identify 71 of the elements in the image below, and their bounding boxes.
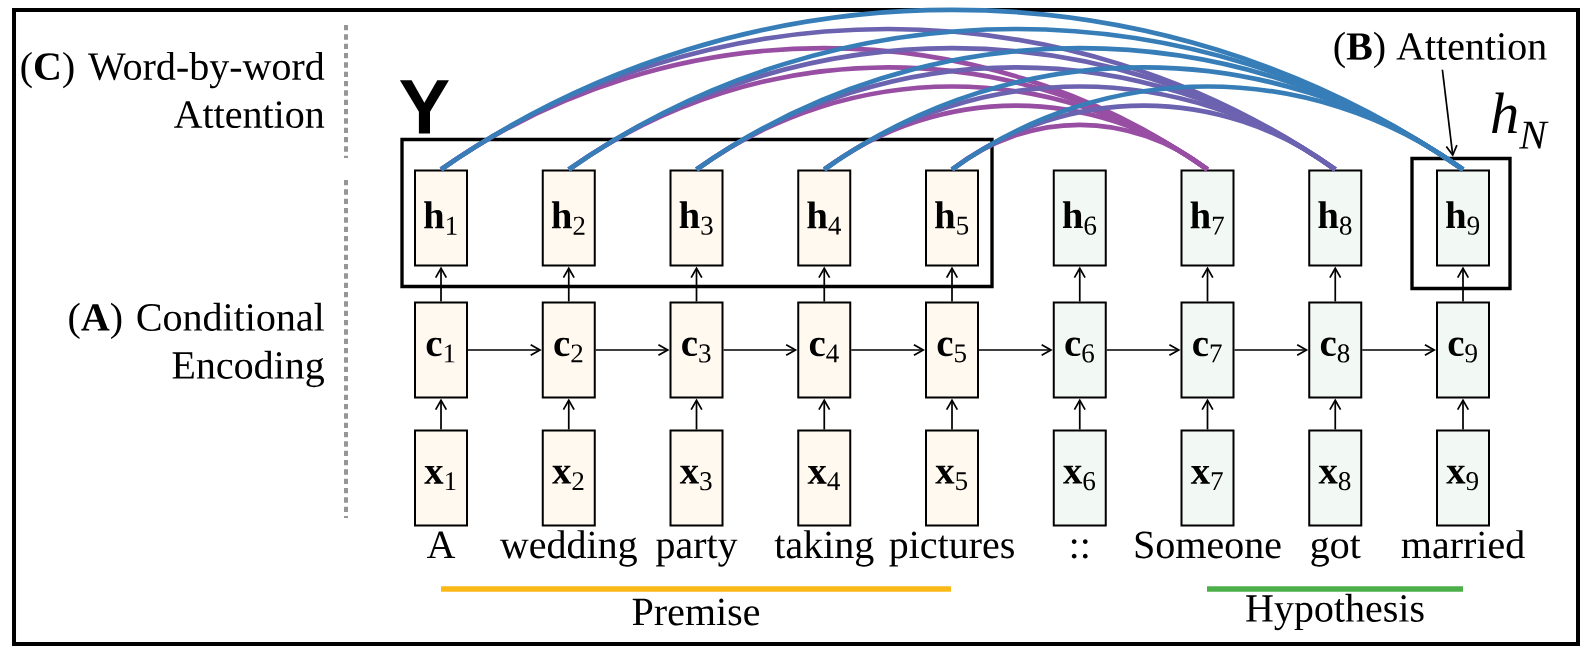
hidden-state-box: h$_{2}$: [541, 169, 596, 267]
input-box: x$_{5}$: [925, 429, 979, 527]
word-label: Someone: [1135, 531, 1281, 559]
context-box: c$_{2}$: [541, 301, 596, 399]
arrow: [1201, 398, 1214, 431]
hidden-state-box: h$_{3}$: [669, 169, 724, 267]
arrow: [722, 343, 798, 357]
word-label: taking: [774, 530, 874, 567]
hidden-state-box: h$_{5}$: [925, 169, 979, 267]
arrow: [1073, 266, 1086, 303]
arrow: [978, 343, 1053, 357]
word-label: married: [1401, 530, 1525, 559]
group-label: Hypothesis: [1246, 593, 1424, 631]
arrow: [1329, 398, 1342, 431]
word-label: A: [426, 531, 456, 558]
context-box: c$_{4}$: [797, 301, 852, 399]
row-label: (A) Conditional Encoding: [69, 302, 324, 388]
context-box: c$_{8}$: [1308, 301, 1363, 399]
arrow: [1361, 343, 1436, 357]
input-box: x$_{1}$: [414, 429, 468, 527]
word-label: party: [656, 535, 738, 567]
input-box: x$_{8}$: [1308, 429, 1363, 527]
arrow: [467, 343, 542, 357]
hidden-state-box: h$_{8}$: [1308, 169, 1363, 267]
arrow: [434, 398, 448, 431]
group-label: Premise: [632, 598, 760, 626]
context-box: c$_{3}$: [669, 301, 724, 399]
context-box: c$_{6}$: [1052, 301, 1107, 399]
arrow: [1456, 398, 1470, 431]
arrow: [818, 266, 831, 303]
hidden-state-box: h$_{1}$: [414, 169, 468, 267]
box-heading: Y: [399, 80, 449, 134]
context-box: c$_{1}$: [414, 301, 468, 399]
box-heading: h$_{N}$: [1492, 92, 1549, 149]
arrow: [1329, 266, 1342, 303]
word-label: wedding: [499, 530, 637, 567]
hidden-state-box: h$_{6}$: [1052, 169, 1107, 267]
word-label: got: [1311, 535, 1361, 567]
attention-arc: [950, 84, 1465, 172]
word-label: pictures: [889, 531, 1014, 567]
arrow: [690, 398, 703, 431]
arrow: [562, 398, 575, 431]
arrow: [1201, 266, 1214, 303]
context-box: c$_{7}$: [1180, 301, 1235, 399]
input-box: x$_{9}$: [1436, 429, 1490, 527]
context-box: c$_{9}$: [1436, 301, 1490, 399]
arrow: [1441, 68, 1458, 157]
arrow: [818, 398, 831, 431]
input-box: x$_{6}$: [1052, 429, 1107, 527]
arrow: [1073, 398, 1086, 431]
word-label: ::: [1071, 539, 1088, 559]
arrow: [945, 398, 959, 431]
arrow: [1233, 343, 1309, 357]
arrow: [945, 266, 959, 303]
arrow: [434, 266, 448, 303]
arrow: [594, 343, 670, 357]
hidden-state-box: h$_{4}$: [797, 169, 852, 267]
arrow: [1456, 266, 1470, 303]
input-box: x$_{7}$: [1180, 429, 1235, 527]
row-label: (C) Word-by-word Attention: [21, 51, 325, 129]
input-box: x$_{2}$: [541, 429, 596, 527]
context-box: c$_{5}$: [925, 301, 979, 399]
input-box: x$_{3}$: [669, 429, 724, 527]
arrow: [1105, 343, 1181, 357]
input-box: x$_{4}$: [797, 429, 852, 527]
arrow: [850, 343, 925, 357]
arrow: [690, 266, 703, 303]
hidden-state-box: h$_{7}$: [1180, 169, 1235, 267]
annotation-text: (B) Attention: [1334, 31, 1547, 69]
arrow: [562, 266, 575, 303]
hidden-state-box: h$_{9}$: [1436, 169, 1490, 267]
